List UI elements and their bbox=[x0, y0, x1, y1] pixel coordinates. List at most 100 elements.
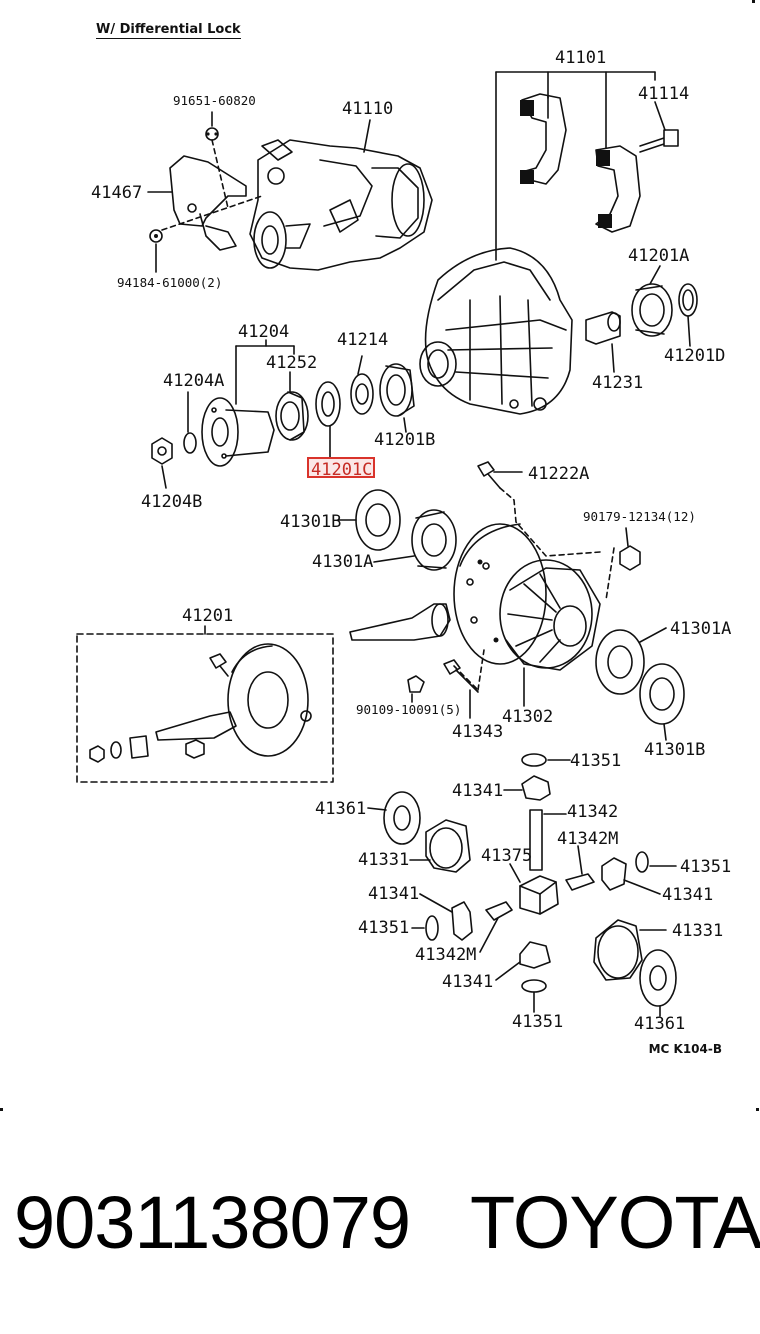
brand-name: TOYOTA bbox=[470, 1181, 760, 1264]
label-41252: 41252 bbox=[266, 353, 318, 373]
washer-41351-left bbox=[411, 915, 439, 941]
housing-41110 bbox=[249, 119, 433, 271]
pin-41342M-right bbox=[565, 845, 595, 891]
bolt-41343 bbox=[443, 649, 485, 719]
label-41467: 41467 bbox=[91, 183, 143, 203]
bolt-symbol bbox=[205, 127, 219, 141]
corner-tick-left bbox=[0, 1108, 3, 1111]
shim-41301B-left bbox=[337, 489, 401, 551]
pinion-41341-bottom bbox=[495, 941, 551, 981]
label-41114: 41114 bbox=[638, 84, 690, 104]
label-41301A-right: 41301A bbox=[670, 619, 732, 639]
diagram-title: W/ Differential Lock bbox=[96, 22, 241, 39]
label-41110: 41110 bbox=[342, 99, 394, 119]
label-41204: 41204 bbox=[238, 322, 290, 342]
side-gear-41331-left bbox=[409, 819, 471, 873]
block-41375 bbox=[509, 863, 559, 915]
corner-tick-right bbox=[756, 1108, 759, 1111]
leader-41101 bbox=[495, 71, 656, 261]
label-41341-right: 41341 bbox=[662, 885, 714, 905]
label-41341-top: 41341 bbox=[452, 781, 504, 801]
label-41204A: 41204A bbox=[163, 371, 225, 391]
pinion-shaft bbox=[349, 603, 451, 641]
label-41201B: 41201B bbox=[374, 430, 436, 450]
pinion-41341-right bbox=[601, 857, 661, 895]
pinion-41341-left bbox=[419, 893, 473, 941]
bearing-41301A-right bbox=[595, 627, 667, 695]
label-41351-bottom: 41351 bbox=[512, 1012, 564, 1032]
seal-41252 bbox=[275, 371, 309, 441]
label-41342: 41342 bbox=[567, 802, 619, 822]
bearing-41301A-left bbox=[373, 509, 457, 571]
highlight-box-41201C[interactable]: 41201C bbox=[307, 457, 375, 480]
bearing-41201B bbox=[379, 363, 415, 433]
label-41201: 41201 bbox=[182, 606, 234, 626]
label-41222A: 41222A bbox=[528, 464, 590, 484]
bolt-41114 bbox=[639, 101, 679, 153]
label-41361-right: 41361 bbox=[634, 1014, 686, 1034]
label-41301B-left: 41301B bbox=[280, 512, 342, 532]
label-94184-61000: 94184-61000(2) bbox=[117, 275, 223, 290]
flange-41204A bbox=[201, 397, 275, 467]
label-41342M-left: 41342M bbox=[415, 945, 477, 965]
bolt-90109 bbox=[407, 675, 425, 703]
kit-box-41201 bbox=[76, 625, 334, 783]
differential-case-41302 bbox=[499, 559, 601, 707]
shim-41301B-right bbox=[639, 663, 685, 741]
bracket-41467 bbox=[147, 139, 263, 251]
shaft-41342 bbox=[529, 809, 567, 871]
label-41351-top: 41351 bbox=[570, 751, 622, 771]
side-gear-41331-right bbox=[593, 919, 667, 981]
side-gear-41361-left bbox=[367, 791, 421, 845]
label-41331-left: 41331 bbox=[358, 850, 410, 870]
label-41342M-right: 41342M bbox=[557, 829, 619, 849]
label-41101: 41101 bbox=[555, 48, 607, 68]
diagram-code: MC K104-B bbox=[648, 1042, 722, 1056]
side-gear-41361-right bbox=[639, 949, 677, 1017]
label-41351-left: 41351 bbox=[358, 918, 410, 938]
corner-tick-top-right bbox=[752, 0, 755, 3]
nut-41204B bbox=[151, 391, 197, 489]
label-41341-bottom: 41341 bbox=[442, 972, 494, 992]
label-41301B-right: 41301B bbox=[644, 740, 706, 760]
nut-symbol bbox=[149, 229, 163, 243]
pinion-41341-top bbox=[503, 775, 551, 801]
label-41302: 41302 bbox=[502, 707, 554, 727]
label-90109-10091: 90109-10091(5) bbox=[356, 702, 462, 717]
label-41201A: 41201A bbox=[628, 246, 690, 266]
label-41341-left: 41341 bbox=[368, 884, 420, 904]
bearing-41201A bbox=[631, 265, 673, 337]
label-41231: 41231 bbox=[592, 373, 644, 393]
label-90179-12134: 90179-12134(12) bbox=[583, 509, 696, 524]
bolt-41222A bbox=[477, 461, 601, 557]
shim-41201D bbox=[678, 283, 698, 347]
parts-drawing bbox=[76, 71, 698, 1017]
label-41351-right: 41351 bbox=[680, 857, 732, 877]
washer-41214 bbox=[350, 355, 374, 415]
pin-41342M-left bbox=[479, 901, 513, 953]
label-41214: 41214 bbox=[337, 330, 389, 350]
label-91651-60820: 91651-60820 bbox=[173, 93, 256, 108]
label-41375: 41375 bbox=[481, 846, 533, 866]
bearing-cap-upper bbox=[520, 93, 567, 185]
label-41343: 41343 bbox=[452, 722, 504, 742]
label-41201C: 41201C bbox=[311, 460, 373, 480]
spacer-41201C bbox=[315, 381, 341, 459]
nut-90179 bbox=[605, 527, 641, 601]
label-41201D: 41201D bbox=[664, 346, 726, 366]
label-41301A-left: 41301A bbox=[312, 552, 374, 572]
carrier-housing bbox=[419, 247, 573, 415]
washer-41351-top bbox=[521, 753, 571, 767]
parts-diagram: W/ Differential Lock 41101 41114 91651-6… bbox=[0, 0, 759, 1111]
label-41204B: 41204B bbox=[141, 492, 203, 512]
label-41361-left: 41361 bbox=[315, 799, 367, 819]
label-41331-right: 41331 bbox=[672, 921, 724, 941]
washer-41351-bottom bbox=[521, 979, 547, 1013]
footer: 9031138079 TOYOTA bbox=[0, 1180, 760, 1290]
washer-41351-right bbox=[635, 851, 677, 873]
bearing-cap-lower bbox=[595, 145, 641, 233]
spacer-41231 bbox=[585, 311, 621, 373]
leader-41204 bbox=[235, 339, 295, 405]
part-number: 9031138079 bbox=[14, 1181, 411, 1264]
ring-gear bbox=[453, 523, 547, 665]
